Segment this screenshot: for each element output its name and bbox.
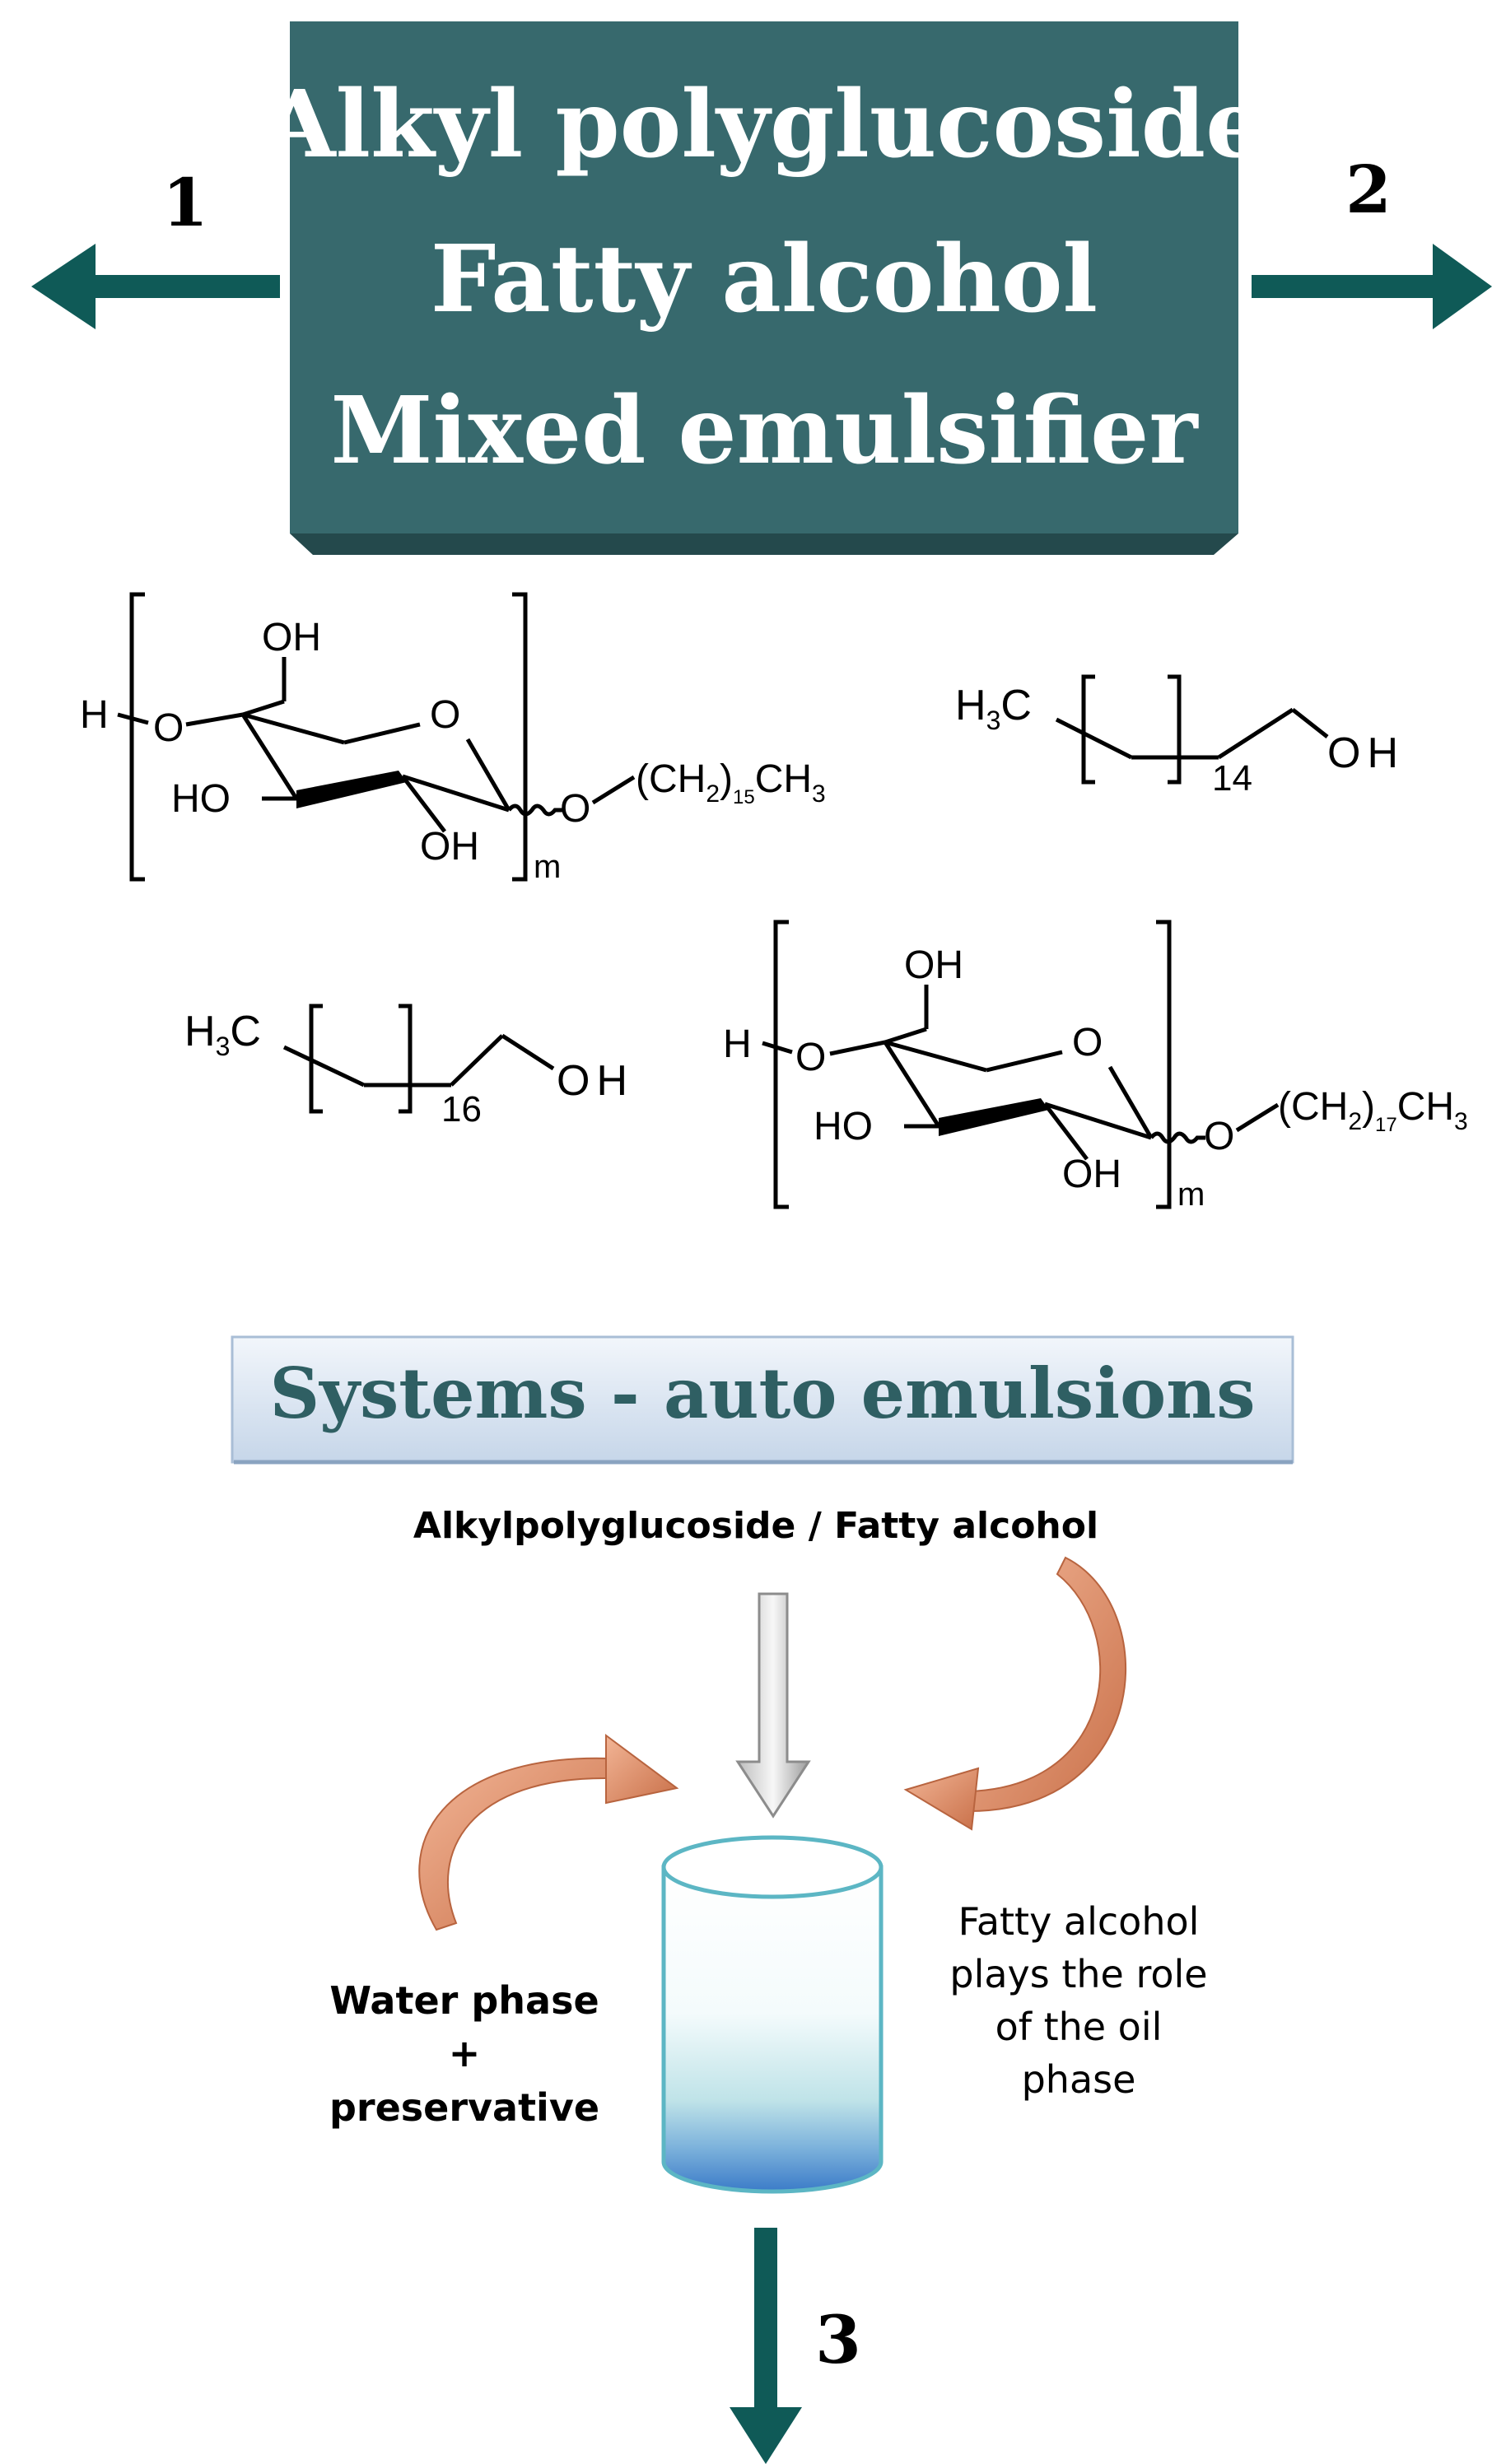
title-box-body <box>290 21 1238 533</box>
beaker-rim <box>661 1835 884 1899</box>
apg-c18-ho: HO <box>814 1105 873 1148</box>
svg-text:+: + <box>449 2031 481 2075</box>
copper-curve-right-icon <box>967 1556 1127 1813</box>
systems-title: Systems - auto emulsions <box>270 1353 1256 1434</box>
copper-head-left-icon <box>605 1734 679 1805</box>
title-line-2: Fatty alcohol <box>431 226 1098 333</box>
apg-c16-o-left: O <box>153 706 184 750</box>
arrow-2: 2 <box>1252 151 1492 329</box>
apg-c18-o-left: O <box>795 1036 826 1079</box>
apg-c18-h: H <box>723 1022 752 1066</box>
gray-arrow-icon <box>735 1592 811 1819</box>
apg-c16-repeat: m <box>534 849 561 885</box>
systems-banner: Systems - auto emulsions <box>231 1335 1294 1465</box>
c18-h3c: H3C <box>184 1008 261 1061</box>
copper-head-right-icon <box>903 1767 980 1831</box>
oil-phase-label: Fatty alcohol plays the role of the oil … <box>949 1899 1207 2102</box>
arrow-1: 1 <box>31 164 280 329</box>
left-arrow-icon <box>31 244 280 329</box>
beaker <box>661 1835 884 2194</box>
apg-c18-oh-top: OH <box>904 943 963 987</box>
apg-c16-oh-top: OH <box>262 616 321 659</box>
c16-n: 14 <box>1212 758 1252 799</box>
copper-arrow-left <box>418 1734 679 1931</box>
svg-text:Fatty alcohol: Fatty alcohol <box>958 1899 1200 1944</box>
title-box-shadow <box>290 531 1238 555</box>
apg-c18-o-ring: O <box>1072 1021 1103 1064</box>
down-arrow-icon <box>730 2228 802 2464</box>
arrow-3: 3 <box>730 2228 861 2464</box>
systems-subtitle: Alkylpolyglucoside / Fatty alcohol <box>413 1505 1098 1547</box>
apg-c18-chain: (CH2)17CH3 <box>1278 1085 1468 1136</box>
svg-text:plays the role: plays the role <box>949 1952 1207 1996</box>
structure-apg-c16: OH H O O HO OH O (CH2)15CH3 m <box>80 592 826 885</box>
c18-n: 16 <box>441 1089 482 1130</box>
apg-c16-o-ring: O <box>430 693 460 737</box>
arrow-3-number: 3 <box>815 2301 861 2378</box>
title-box: Alkyl polyglucoside Fatty alcohol Mixed … <box>263 21 1265 555</box>
c16-oh: OH <box>1327 729 1405 777</box>
systems-banner-bg <box>231 1335 1294 1464</box>
apg-c16-o-glycosidic: O <box>560 787 590 831</box>
svg-text:preservative: preservative <box>329 2085 599 2130</box>
svg-text:phase: phase <box>1022 2057 1136 2102</box>
apg-c18-o-glycosidic: O <box>1204 1115 1234 1158</box>
right-arrow-icon <box>1252 244 1492 329</box>
title-line-3: Mixed emulsifier <box>331 377 1200 485</box>
svg-text:of the oil: of the oil <box>995 2005 1163 2049</box>
copper-curve-left-icon <box>418 1757 610 1931</box>
title-line-1: Alkyl polyglucoside <box>263 71 1265 179</box>
c16-h3c: H3C <box>955 682 1032 735</box>
arrow-1-number: 1 <box>162 164 208 241</box>
arrow-2-number: 2 <box>1345 151 1392 228</box>
copper-arrow-right <box>903 1556 1127 1831</box>
apg-c16-h: H <box>80 693 109 737</box>
structure-c16-alcohol: H3C 14 OH <box>955 674 1405 799</box>
gray-down-arrow <box>735 1592 811 1819</box>
svg-text:Water phase: Water phase <box>329 1978 599 2023</box>
beaker-body <box>661 1865 884 2194</box>
apg-c18-oh-bottom: OH <box>1062 1153 1121 1196</box>
c18-oh: OH <box>557 1057 634 1105</box>
apg-c18-repeat: m <box>1177 1176 1205 1213</box>
apg-c16-oh-bottom: OH <box>420 825 479 869</box>
apg-c16-ho: HO <box>171 777 231 821</box>
structure-c18-alcohol: H3C 16 OH <box>184 1004 634 1130</box>
water-phase-label: Water phase + preservative <box>329 1978 599 2130</box>
apg-c16-chain: (CH2)15CH3 <box>636 757 826 808</box>
structure-apg-c18: OH H O O HO OH O (CH2)17CH3 m <box>723 920 1468 1213</box>
